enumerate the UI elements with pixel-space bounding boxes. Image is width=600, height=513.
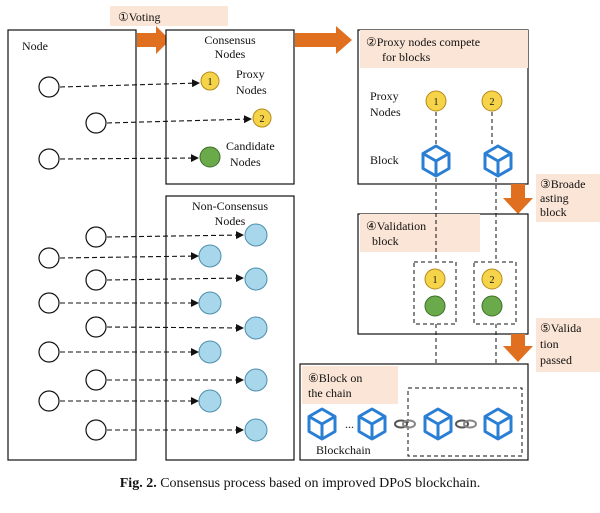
node-circle: [85, 112, 107, 134]
step6-line1: ⑥Block on: [308, 371, 362, 385]
step5-line2: tion: [540, 337, 559, 351]
proxy-node-1-badge: 1: [208, 77, 213, 88]
chain-dashed-frame: [407, 387, 523, 457]
consensus-title-2: Nodes: [215, 47, 246, 61]
compete-proxy-1: [425, 90, 447, 112]
node-circle: [85, 226, 107, 248]
non-consensus-node: [244, 223, 268, 247]
proxy-label-2: Nodes: [236, 83, 267, 97]
figure-caption: Fig. 2. Consensus process based on impro…: [0, 476, 600, 492]
step5-label-bg: [536, 318, 600, 372]
proxy-node-1: [200, 71, 220, 91]
consensus-title-1: Consensus: [204, 33, 256, 47]
compete-proxy-2-badge: 2: [490, 97, 495, 108]
step6-line2: the chain: [308, 386, 352, 400]
proxy-node-2-badge: 2: [260, 114, 265, 125]
non-consensus-node: [244, 316, 268, 340]
compete-proxy-2: [481, 90, 503, 112]
node-circle: [38, 247, 60, 269]
step4-line1: ④Validation: [366, 219, 426, 233]
compete-arrow: [295, 26, 352, 54]
non-consensus-title-1: Non-Consensus: [192, 199, 268, 213]
voting-arrow: [137, 26, 170, 54]
chain-block-icon: [423, 407, 453, 441]
voting-label-bg: [110, 6, 228, 26]
step2-label-bg: [360, 30, 528, 68]
compete-proxy-1-badge: 1: [434, 97, 439, 108]
step3-line3: block: [540, 205, 567, 219]
validation-proxy-1: [424, 268, 446, 290]
non-consensus-node: [244, 267, 268, 291]
non-consensus-node: [198, 340, 222, 364]
node-circle: [85, 419, 107, 441]
proxy-label-1: Proxy: [236, 67, 265, 81]
validation-candidate-2: [481, 295, 503, 317]
step4-line2: block: [372, 234, 399, 248]
non-consensus-node: [198, 389, 222, 413]
validation-group-2: [473, 261, 517, 325]
validation-candidate-1: [424, 295, 446, 317]
step3-line2: asting: [540, 191, 569, 205]
validation-proxy-2: [481, 268, 503, 290]
validation-proxy-1-badge: 1: [433, 275, 438, 286]
candidate-label-1: Candidate: [226, 139, 275, 153]
step3-label-bg: [536, 174, 600, 222]
non-consensus-circles: [198, 223, 268, 442]
node-circle: [38, 390, 60, 412]
proxy-nodes-label-1: Proxy: [370, 89, 399, 103]
non-consensus-title-2: Nodes: [215, 214, 246, 228]
node-circles: [38, 76, 107, 441]
step3-line1: ③Broade: [540, 177, 585, 191]
blockchain-label: Blockchain: [316, 443, 371, 457]
proxy-nodes-label-2: Nodes: [370, 105, 401, 119]
chain-block-icon: [307, 407, 337, 441]
node-circle: [38, 148, 60, 170]
step5-line1: ⑤Valida: [540, 321, 582, 335]
caption-prefix: Fig. 2.: [119, 476, 157, 491]
chain-block-icon: [483, 407, 513, 441]
node-circle: [85, 269, 107, 291]
node-circle: [85, 316, 107, 338]
step2-line1: ②Proxy nodes compete: [366, 35, 480, 49]
step5-line3: passed: [540, 353, 572, 367]
step4-label-bg: [360, 214, 480, 252]
step2-line2: for blocks: [382, 50, 431, 64]
step6-label-bg: [302, 366, 398, 404]
chain-block-icon: [357, 407, 387, 441]
validation-group-1: [413, 261, 457, 325]
chain-ellipsis: ...: [345, 417, 354, 431]
non-consensus-node: [244, 368, 268, 392]
voting-label: ①Voting: [118, 10, 161, 24]
node-circle: [85, 369, 107, 391]
consensus-nodes-box: [165, 29, 295, 185]
validation-proxy-2-badge: 2: [490, 275, 495, 286]
candidate-node: [199, 146, 221, 168]
node-circle: [38, 292, 60, 314]
block-label: Block: [370, 153, 399, 167]
non-consensus-node: [198, 244, 222, 268]
validation-passed-arrow: [503, 334, 533, 362]
non-consensus-node: [244, 418, 268, 442]
vote-arrows: [59, 79, 252, 434]
node-circle: [38, 76, 60, 98]
caption-text: Consensus process based on improved DPoS…: [156, 476, 481, 491]
node-box-label: Node: [22, 39, 48, 53]
node-circle: [38, 341, 60, 363]
node-box: [7, 29, 137, 461]
block-icon: [421, 144, 451, 178]
candidate-label-2: Nodes: [230, 155, 261, 169]
block-icon: [483, 144, 513, 178]
proxy-node-2: [252, 108, 272, 128]
broadcast-arrow: [503, 184, 533, 214]
non-consensus-node: [198, 291, 222, 315]
